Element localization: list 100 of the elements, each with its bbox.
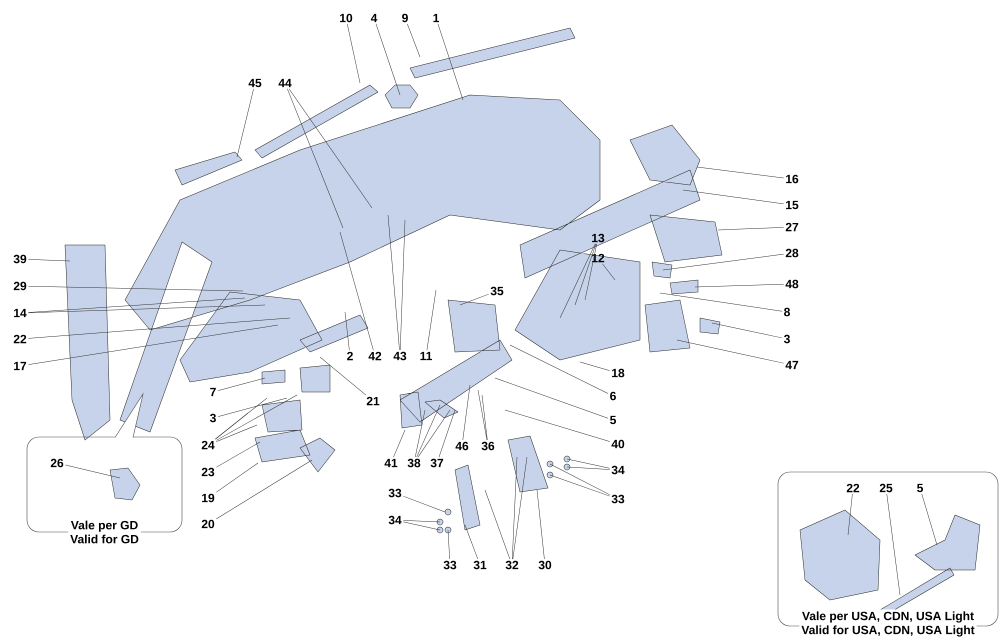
callout-number: 39 (14, 254, 26, 264)
leader-line (65, 464, 120, 478)
leader-line (403, 520, 440, 522)
callout-number: 16 (786, 174, 798, 184)
leader-line (28, 304, 266, 313)
callout-number: 9 (402, 14, 408, 22)
leader-line (448, 530, 450, 560)
callout-number: 33 (444, 560, 456, 570)
callout-number: 37 (430, 458, 444, 468)
leader-line (550, 464, 610, 495)
callout-number: 7 (210, 388, 216, 396)
callout-number: 22 (846, 484, 860, 492)
leader-line (580, 362, 610, 371)
leader-line (922, 494, 938, 546)
leader-line (718, 227, 784, 230)
leader-line (712, 322, 782, 338)
leader-line (566, 458, 610, 468)
callout-number: 3 (784, 334, 790, 344)
leader-line (416, 404, 440, 458)
leader-line (216, 462, 258, 492)
leader-line (403, 496, 446, 512)
leader-line (662, 254, 784, 270)
leader-line (216, 442, 260, 468)
callout-number: 36 (482, 442, 494, 450)
leader-line (560, 244, 596, 318)
callout-number: 8 (784, 308, 790, 316)
callout-number: 10 (340, 14, 352, 22)
callout-number: 30 (538, 560, 552, 570)
leader-line (566, 466, 610, 470)
leader-line (288, 88, 372, 208)
callout-number: 5 (610, 416, 616, 424)
leader-line (886, 494, 900, 596)
leader-line (216, 460, 312, 520)
callout-number: 29 (14, 282, 26, 290)
callout-number: 47 (786, 360, 798, 370)
leader-line (218, 398, 288, 417)
leader-line (28, 324, 278, 365)
leader-line (376, 24, 400, 96)
leader-line (584, 244, 597, 300)
callout-number: 46 (456, 442, 468, 450)
leader-line (426, 290, 436, 350)
leader-line (460, 294, 489, 306)
callout-number: 26 (50, 458, 64, 468)
leader-line (216, 424, 258, 442)
leader-line (512, 456, 518, 560)
callout-number: 35 (490, 286, 504, 296)
leader-line (504, 410, 610, 442)
callout-number: 41 (384, 458, 398, 468)
leader-line (550, 474, 610, 496)
leader-line (28, 286, 244, 292)
leader-line (403, 522, 440, 530)
leader-line (407, 24, 420, 58)
leader-line (484, 490, 510, 560)
leader-line (602, 264, 616, 280)
leader-line (660, 292, 782, 312)
callout-number: 27 (786, 222, 798, 232)
leader-line (340, 232, 374, 350)
leader-line (218, 378, 266, 391)
leader-line (28, 259, 70, 262)
callout-number: 11 (420, 352, 432, 360)
leader-line (462, 384, 470, 440)
leader-line (388, 214, 400, 350)
leader-line (694, 284, 784, 288)
leader-line (682, 190, 784, 204)
leader-line (696, 166, 784, 178)
callout-number: 2 (347, 352, 353, 360)
callout-number: 5 (917, 484, 923, 492)
callout-number: 38 (408, 458, 420, 468)
node-label: Valid for GD (70, 534, 138, 544)
leader-line (28, 298, 246, 313)
leader-line (344, 312, 350, 350)
leader-line (216, 394, 298, 441)
callout-number: 3 (210, 414, 216, 422)
leader-line (482, 394, 488, 440)
callout-number: 18 (612, 368, 624, 378)
leader-line (438, 410, 456, 458)
callout-number: 19 (202, 494, 214, 502)
callout-number: 43 (394, 352, 406, 360)
callout-number: 44 (278, 78, 292, 88)
callout-number: 45 (248, 78, 262, 88)
callout-number: 24 (202, 440, 215, 450)
callout-number: 28 (786, 248, 798, 258)
callout-number: 22 (14, 334, 26, 344)
callout-number: 23 (202, 468, 214, 476)
callout-number: 13 (592, 234, 604, 242)
leader-line (510, 344, 608, 394)
callout-number: 4 (370, 14, 378, 22)
leader-line (574, 244, 596, 306)
leader-line (393, 430, 406, 458)
node-label: Valid for USA, CDN, USA Light (801, 625, 975, 637)
leader-line (848, 494, 853, 536)
callout-number: 21 (366, 396, 380, 406)
callout-number: 20 (202, 520, 214, 528)
callout-number: 33 (612, 494, 624, 504)
leader-line (415, 410, 426, 458)
leader-line (320, 356, 366, 396)
callout-number: 1 (433, 14, 439, 22)
callout-number: 34 (612, 466, 625, 474)
leader-line (28, 318, 290, 339)
callout-number: 6 (610, 392, 616, 400)
